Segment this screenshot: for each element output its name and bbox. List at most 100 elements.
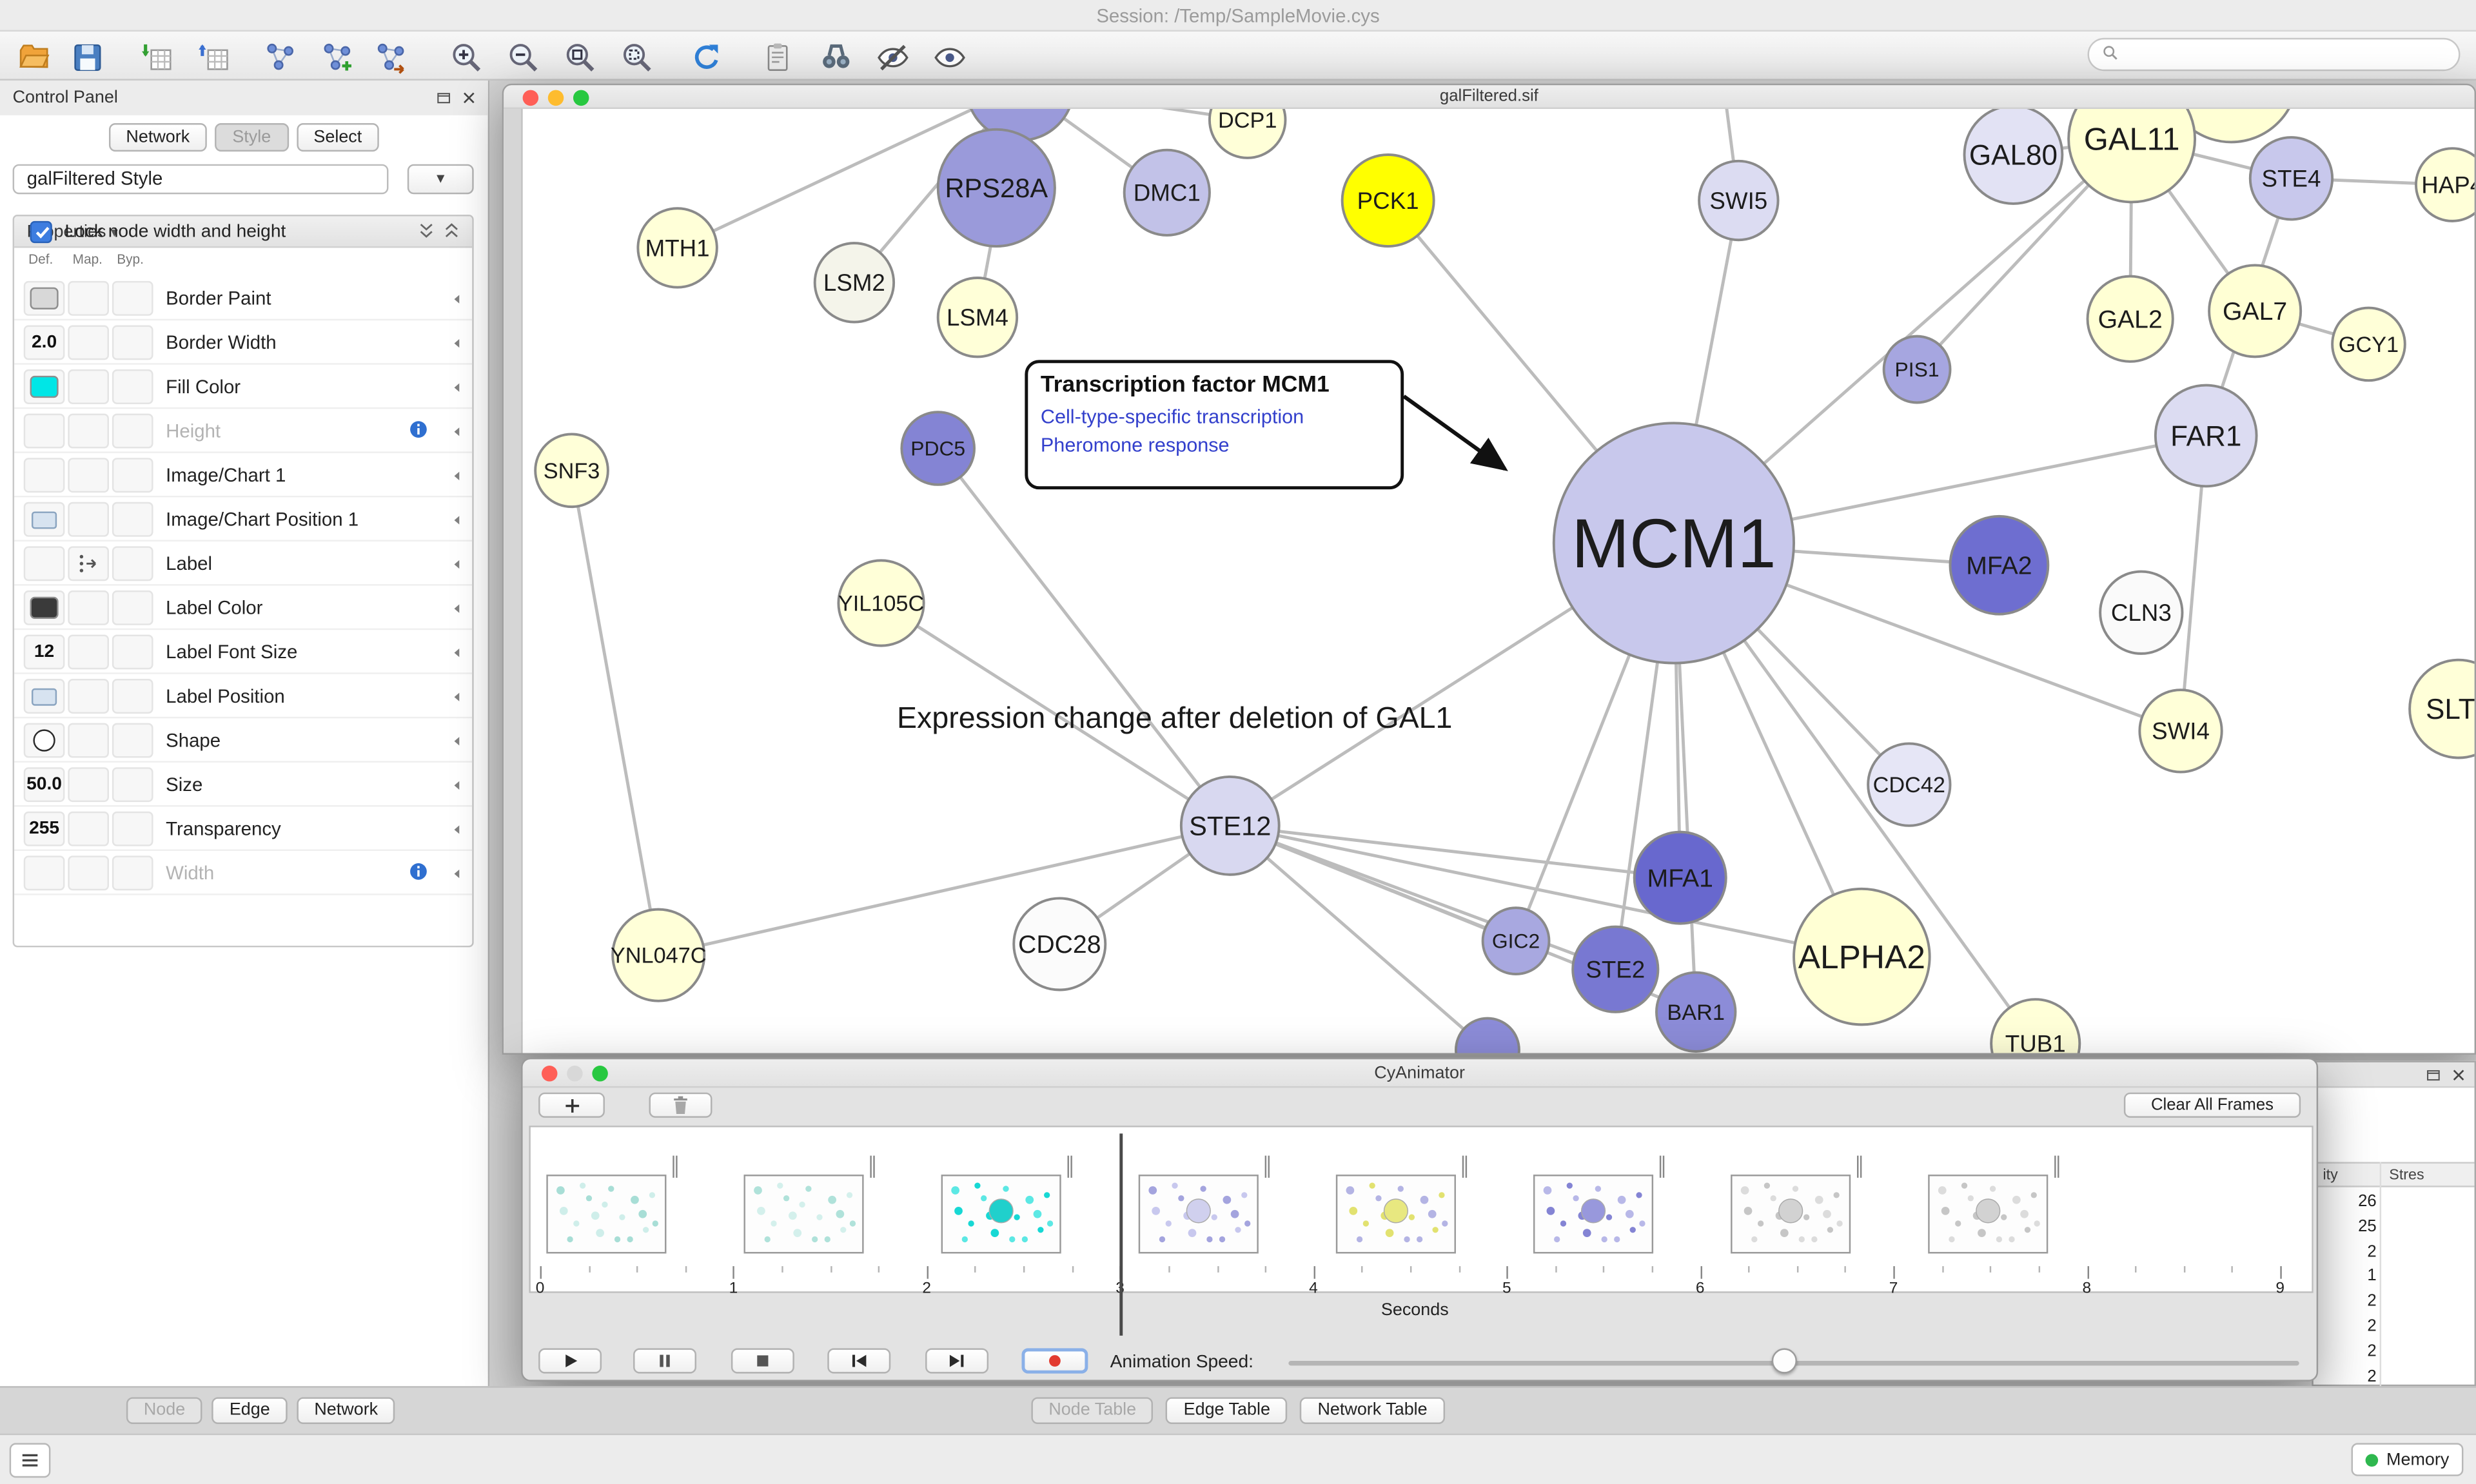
node-PIS1[interactable] xyxy=(1882,335,1952,404)
show-all-icon[interactable] xyxy=(928,36,970,77)
mapping-cell[interactable] xyxy=(68,413,109,449)
zoom-out-icon[interactable] xyxy=(502,36,544,77)
panel-tab-node[interactable]: Node xyxy=(126,1397,203,1424)
default-cell[interactable] xyxy=(23,590,65,625)
property-row-width[interactable]: Width xyxy=(14,851,473,895)
delete-frame-button[interactable] xyxy=(649,1092,712,1118)
node-STE2[interactable] xyxy=(1571,925,1660,1013)
mapping-cell[interactable] xyxy=(68,458,109,493)
minimize-window-button[interactable] xyxy=(567,1066,583,1082)
expand-chevron-icon[interactable] xyxy=(450,644,464,661)
default-cell[interactable] xyxy=(23,723,65,758)
node-YNL047C[interactable] xyxy=(611,908,706,1002)
previous-frame-button[interactable] xyxy=(827,1348,891,1374)
style-dropdown[interactable]: galFiltered Style xyxy=(12,164,389,195)
table-cell[interactable]: 2 xyxy=(2367,1366,2377,1386)
network-canvas[interactable]: RPS28ADMC1DCP1PCK1SWI5GAL80GAL11STE4HAP4… xyxy=(504,108,2476,1055)
node-FAR1[interactable] xyxy=(2154,384,2258,488)
node-SWI4[interactable] xyxy=(2138,688,2223,774)
edge-STE12-ALPHA2[interactable] xyxy=(1230,824,1862,959)
table-cell[interactable]: 2 xyxy=(2367,1316,2377,1336)
frame-thumbnail-6[interactable] xyxy=(1731,1175,1851,1254)
node-GAL11[interactable] xyxy=(2067,108,2197,204)
node-STE4[interactable] xyxy=(2248,136,2334,221)
property-row-label[interactable]: Label xyxy=(14,542,473,586)
zoom-window-button[interactable] xyxy=(573,90,589,106)
tab-node-table[interactable]: Node Table xyxy=(1031,1397,1154,1424)
cyanimator-titlebar[interactable]: CyAnimator xyxy=(522,1059,2317,1088)
bypass-cell[interactable] xyxy=(112,502,153,537)
memory-button[interactable]: Memory xyxy=(2352,1443,2464,1476)
node-SLT2[interactable] xyxy=(2408,658,2476,759)
expand-chevron-icon[interactable] xyxy=(450,600,464,618)
node-HAP4[interactable] xyxy=(2414,147,2476,222)
node-MFA1[interactable] xyxy=(1633,830,1727,925)
property-row-image-chart-position-1[interactable]: Image/Chart Position 1 xyxy=(14,497,473,542)
bypass-cell[interactable] xyxy=(112,369,153,404)
bypass-cell[interactable] xyxy=(112,634,153,670)
expand-chevron-icon[interactable] xyxy=(450,865,464,883)
node-GAL80[interactable] xyxy=(1963,108,2064,205)
expand-chevron-icon[interactable] xyxy=(450,335,464,352)
frame-thumbnail-2[interactable] xyxy=(941,1175,1061,1254)
node-LSM4[interactable] xyxy=(936,277,1019,358)
default-cell[interactable] xyxy=(23,546,65,581)
frame-thumbnail-4[interactable] xyxy=(1335,1175,1456,1254)
timeline[interactable]: 0123456789 xyxy=(529,1126,2314,1336)
expand-chevron-icon[interactable] xyxy=(450,511,464,529)
bypass-cell[interactable] xyxy=(112,855,153,891)
info-icon[interactable] xyxy=(408,861,431,884)
status-menu-button[interactable] xyxy=(9,1443,51,1478)
close-window-button[interactable] xyxy=(542,1066,558,1082)
zoom-window-button[interactable] xyxy=(592,1066,608,1082)
default-cell[interactable] xyxy=(23,458,65,493)
node-SNF3[interactable] xyxy=(534,433,609,509)
annotation-link-2[interactable]: Pheromone response xyxy=(1040,434,1230,456)
frame-thumbnail-5[interactable] xyxy=(1533,1175,1654,1254)
property-row-height[interactable]: Height xyxy=(14,409,473,453)
tab-select[interactable]: Select xyxy=(296,123,380,152)
style-dropdown-button[interactable]: ▾ xyxy=(407,164,474,195)
bypass-cell[interactable] xyxy=(112,280,153,316)
default-cell[interactable]: 2.0 xyxy=(23,325,65,360)
bypass-cell[interactable] xyxy=(112,413,153,449)
animation-speed-thumb[interactable] xyxy=(1771,1348,1796,1374)
lock-node-size-row[interactable]: Lock node width and height xyxy=(14,217,472,251)
mapping-cell[interactable] xyxy=(68,369,109,404)
expand-chevron-icon[interactable] xyxy=(450,777,464,794)
export-network-icon[interactable] xyxy=(369,36,411,77)
network-graph[interactable]: RPS28ADMC1DCP1PCK1SWI5GAL80GAL11STE4HAP4… xyxy=(523,108,2476,1055)
edge-STE12-YIL105C[interactable] xyxy=(880,601,1232,827)
bypass-cell[interactable] xyxy=(112,723,153,758)
table-cell[interactable]: 2 xyxy=(2367,1242,2377,1261)
search-box[interactable] xyxy=(2087,37,2461,72)
close-panel-icon[interactable] xyxy=(460,88,478,107)
node-LSM2[interactable] xyxy=(813,242,896,324)
mapping-cell[interactable] xyxy=(68,590,109,625)
default-cell[interactable]: 255 xyxy=(23,811,65,846)
frame-thumbnail-7[interactable] xyxy=(1928,1175,2049,1254)
node-PCK1[interactable] xyxy=(1341,153,1435,248)
panel-tab-network[interactable]: Network xyxy=(297,1397,396,1424)
property-row-fill-color[interactable]: Fill Color xyxy=(14,365,473,409)
collapse-all-icon[interactable] xyxy=(415,219,437,241)
edge-TOP1-MTH1[interactable] xyxy=(676,108,1020,249)
zoom-selected-icon[interactable] xyxy=(616,36,657,77)
find-icon[interactable] xyxy=(815,36,856,77)
expand-chevron-icon[interactable] xyxy=(450,291,464,308)
node-STE12[interactable] xyxy=(1179,775,1281,876)
expand-chevron-icon[interactable] xyxy=(450,556,464,573)
bypass-cell[interactable] xyxy=(112,767,153,803)
expand-chevron-icon[interactable] xyxy=(450,688,464,706)
column-header-2[interactable]: Stres xyxy=(2389,1166,2424,1184)
property-row-image-chart-1[interactable]: Image/Chart 1 xyxy=(14,453,473,498)
bypass-cell[interactable] xyxy=(112,325,153,360)
annotation-box[interactable]: Transcription factor MCM1 Cell-type-spec… xyxy=(1025,360,1404,490)
record-button[interactable] xyxy=(1021,1348,1088,1374)
float-window-icon[interactable] xyxy=(434,88,453,107)
annotation-link-1[interactable]: Cell-type-specific transcription xyxy=(1040,405,1304,428)
default-cell[interactable] xyxy=(23,280,65,316)
frame-grip[interactable] xyxy=(1067,1155,1072,1178)
expand-chevron-icon[interactable] xyxy=(450,379,464,396)
table-cell[interactable]: 25 xyxy=(2358,1216,2377,1236)
